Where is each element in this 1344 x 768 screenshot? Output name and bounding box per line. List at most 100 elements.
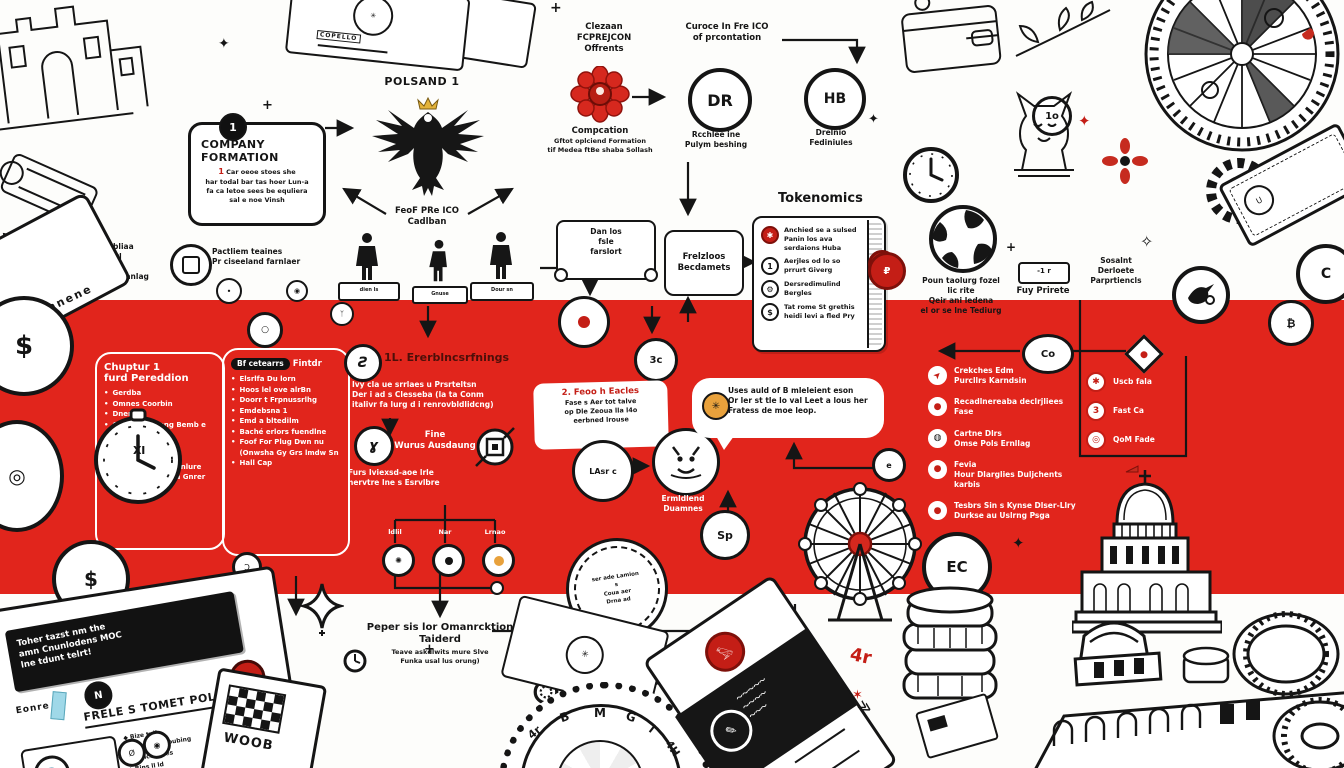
small-coin: ◉ [286, 280, 308, 302]
banknote-front: ✳ COPELLO [284, 0, 471, 72]
list-item: Elsrlfa Du lorn [231, 374, 341, 385]
promo-banner-text: Toher tazst nm the amn Cnunlodens MOC ln… [15, 622, 123, 671]
plus-mark: + [550, 0, 562, 16]
sparkle: ✦ [1012, 534, 1025, 552]
sphinx-statue-sketch [1014, 91, 1074, 177]
globe-icon [929, 205, 997, 273]
plus-mark: + [1006, 240, 1017, 254]
list-item: Emdebsna 1 [231, 406, 341, 417]
company-formation-card: 1 COMPANY FORMATION 1 Car oeoe stoes she… [188, 113, 326, 226]
face-glyph [670, 446, 702, 479]
wallet-sketch [901, 0, 1002, 73]
three-icon: 3 [1086, 401, 1106, 421]
tokenomics-item: ⚙ Dersredimulind Bergles [761, 280, 864, 299]
tokenomics-item: 1 Aerjles od lo so prrurt Giverg [761, 257, 864, 276]
list-item: Baché erlors fuendlne [231, 427, 341, 438]
face-caption: Ermldlend Duamnes [661, 494, 705, 514]
red-marker: 1 [218, 167, 224, 177]
sparkle-diamond [300, 583, 344, 636]
company-card-body: 1 Car oeoe stoes she har todal bar tas h… [205, 167, 309, 204]
globe-mini-icon: ◍ [928, 428, 947, 448]
red-glyph: 4r [848, 644, 874, 669]
edge-coin: ○ [247, 312, 283, 348]
lasr-c-node: LAsr c [572, 440, 634, 502]
pedestal: Dour sn [470, 282, 534, 301]
dot-icon: ● [928, 459, 947, 479]
token-item-icon: 1 [761, 257, 779, 276]
red-flower-icon [1102, 138, 1148, 184]
list-item: Doorr t Frpnussrlhg [231, 395, 341, 406]
sparkle-red: ✦ [1078, 112, 1091, 130]
relay-node: e [872, 448, 906, 482]
section1-body: Ivy cla ue srrlaes u Prsrteltsn Der i ad… [352, 380, 494, 410]
capitol-building [1072, 465, 1222, 634]
mini-row: ✱ Uscb fala [1086, 372, 1196, 392]
clezaan-caption: Compcation Gftot oplciend Formation tif … [547, 126, 653, 154]
tokenomics-title: Tokenomics [778, 191, 863, 206]
dr-caption: Rcchlee ine Pulym beshing [684, 130, 748, 150]
mini-node [432, 544, 465, 577]
tape-strip [50, 691, 67, 721]
section1-icon: Ƨ [344, 344, 382, 382]
fuy-label: Fuy Prirete [1016, 286, 1070, 296]
section2-body: Furs Iviexsd-aoe lrle hervtre lne s Esrv… [348, 468, 440, 488]
list-item: Emd a bltedilm [231, 416, 341, 427]
bf-cetearrs-panel: Bf cetearrs Fintdr Elsrlfa Du lorn Hoos … [222, 348, 350, 556]
bonus-label: Eonre [15, 701, 51, 717]
list-item: Foof For Plug Dwn nu (Onwsha Gy Grs lmdw… [231, 437, 341, 458]
bird-coin-icon [1172, 266, 1230, 324]
edge-coin-large [558, 296, 610, 348]
step-1-badge: 1 [219, 113, 247, 141]
diamond-dot [1139, 349, 1149, 359]
bf-panel-title: Bf cetearrs Fintdr [231, 358, 341, 370]
mascot-face-icon [652, 428, 720, 496]
mini-node-label: ldlil [388, 528, 402, 536]
banknote-seal: ✳ [561, 631, 608, 679]
hb-caption: Drelnio Fediniules [809, 128, 853, 148]
coin-stack [902, 586, 998, 700]
co-node: Co [1022, 334, 1074, 374]
promo-banner: Toher tazst nm the amn Cnunlodens MOC ln… [4, 590, 244, 693]
curoce-label: Curoce In Fre ICO of prcontation [685, 22, 769, 44]
tokenomics-scroll: ✱ Anchied se a sulsed Panin los ava serd… [752, 216, 896, 352]
section2-heading: Fine Wurus Ausdaung [394, 430, 476, 452]
step-1-badge-label: 1 [229, 120, 237, 134]
founder-figure [429, 239, 447, 282]
small-clock-icon [343, 649, 367, 673]
red-coin: ₽ [868, 252, 906, 290]
arcade-buildings [1034, 611, 1344, 768]
frelzloos-process-box: Frelzloos Becdamets [664, 230, 744, 296]
pedestal: Gnuse [412, 286, 468, 304]
sparkle: ✧ [1140, 232, 1154, 251]
badge-target-icon [475, 427, 515, 467]
list-item: Hall Cap [231, 458, 341, 469]
pedestal: dien ls [338, 282, 400, 301]
speech-bubble-text: Uses auld of B mleleient eson Or ler st … [728, 386, 868, 416]
founder-figure [356, 233, 378, 280]
pocket-watch-icon: Ⅺ [94, 408, 182, 504]
bubble-tail [716, 436, 734, 450]
red-check-icon: ✱ [1086, 372, 1106, 392]
mini-node [482, 544, 515, 577]
eagle-caption: FeoF PRe ICO Cadlban [395, 206, 459, 228]
speech-bubble: ✳ Uses auld of B mleleient eson Or ler s… [692, 378, 884, 450]
small-coin: • [216, 278, 242, 304]
tokenomics-item: $ Tat rome St grethis heidi levi a fled … [761, 303, 864, 322]
fuy-pill-button: -1 r [1018, 262, 1070, 284]
1o-node: 1o [1032, 96, 1072, 136]
clezaan-title: Clezaan FCPREJCON Offrents [576, 22, 632, 55]
target-icon: ◎ [1086, 430, 1106, 450]
coin-right-edge: C [1296, 244, 1344, 304]
token-item-icon: $ [761, 303, 779, 322]
mini-row: ◎ QoM Fade [1086, 430, 1196, 450]
mini-node-label: Nar [438, 528, 452, 536]
dot-icon: ● [928, 501, 947, 521]
edge-coin-dot [578, 316, 590, 328]
scroll-curl [644, 268, 658, 282]
founder-figure [490, 232, 512, 279]
token-item-icon: ⚙ [761, 280, 779, 299]
mini-card-mark [927, 715, 948, 732]
